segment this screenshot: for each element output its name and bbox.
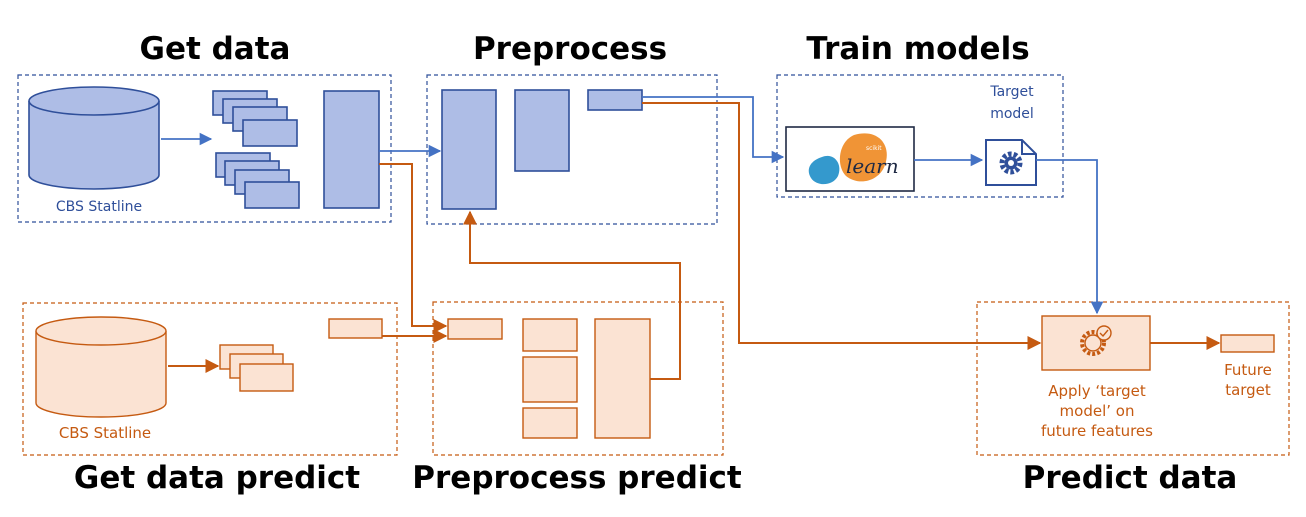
apply-model-box: [1041, 315, 1151, 371]
target-model-label-line2: model: [990, 106, 1034, 122]
preprocess-predict-block-2: [522, 356, 578, 403]
preprocess-predict-block-3: [522, 407, 578, 439]
title-train-models: Train models: [806, 31, 1029, 67]
raw-tables-stack-upper: [212, 90, 298, 147]
svg-text:learn: learn: [846, 154, 899, 178]
apply-label-line2: model’ on: [1060, 402, 1135, 420]
target-model-label-line1: Target: [989, 84, 1034, 100]
database-cylinder-icon: [35, 316, 167, 418]
cbs-statline-label-bottom: CBS Statline: [59, 424, 151, 442]
preprocess-predict-table-large: [594, 318, 651, 439]
cbs-statline-label-top: CBS Statline: [56, 199, 142, 215]
preprocess-table-medium: [514, 89, 570, 172]
group-get-data: [17, 74, 392, 223]
group-preprocess: [426, 74, 718, 225]
combined-table-predict: [328, 318, 383, 339]
arrow-preprocess-to-apply: [642, 102, 1042, 350]
preprocess-table-small: [587, 89, 643, 111]
sklearn-logo-icon: scikit learn: [808, 133, 899, 185]
arrow-model-to-apply: [1036, 159, 1104, 315]
title-predict-data: Predict data: [1023, 460, 1238, 496]
group-train-models: [776, 74, 1064, 198]
group-get-data-predict: [22, 302, 398, 456]
arrow-features-to-sklearn: [642, 96, 785, 164]
preprocess-predict-block-1: [522, 318, 578, 352]
raw-tables-stack-lower: [215, 152, 300, 209]
arrow-combined-to-preprocess-predict: [379, 163, 448, 333]
title-preprocess-predict: Preprocess predict: [412, 460, 742, 496]
future-target-box: [1220, 334, 1275, 353]
title-get-data-predict: Get data predict: [74, 460, 360, 496]
gear-document-icon: [985, 139, 1037, 186]
title-get-data: Get data: [140, 31, 291, 67]
preprocess-predict-table-small: [447, 318, 503, 340]
apply-label-line3: future features: [1041, 422, 1153, 440]
database-cylinder-icon: [28, 86, 160, 190]
title-preprocess: Preprocess: [473, 31, 667, 67]
gear-check-icon: [1080, 325, 1112, 356]
group-predict-data: [976, 301, 1290, 456]
future-label-line2: target: [1225, 381, 1271, 399]
svg-text:scikit: scikit: [866, 145, 882, 152]
apply-label-line1: Apply ‘target: [1048, 382, 1146, 400]
raw-tables-stack-predict: [219, 344, 294, 392]
future-label-line1: Future: [1224, 361, 1272, 379]
preprocess-table-large: [441, 89, 497, 210]
group-preprocess-predict: [432, 301, 724, 456]
combined-table-top: [323, 90, 380, 209]
arrow-predict-back-to-preprocess: [463, 210, 681, 380]
